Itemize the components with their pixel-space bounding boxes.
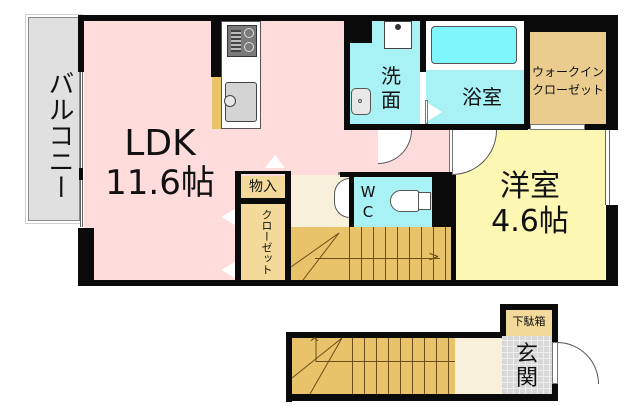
room-entrance	[502, 336, 552, 394]
wall	[552, 384, 558, 401]
wall	[211, 15, 221, 77]
bathroom-label: 浴室	[462, 85, 502, 109]
ldk-size: 11.6帖	[105, 163, 215, 203]
wall	[344, 15, 350, 129]
wall	[78, 280, 613, 286]
walk-in-closet-label-2: クローゼット	[531, 83, 604, 97]
staircase-diagonals	[291, 232, 340, 280]
wall	[344, 15, 372, 43]
balcony-label: バルコニー	[44, 70, 74, 200]
room-walk-in-closet	[530, 32, 606, 124]
wall	[78, 228, 94, 286]
wall	[432, 172, 452, 232]
wash-basin-icon	[351, 88, 371, 115]
staircase-line	[315, 258, 440, 259]
front-door-frame	[552, 342, 558, 384]
storage-door-arrow	[265, 155, 285, 168]
washroom-label-1: 洗	[381, 64, 401, 88]
wall	[235, 171, 241, 286]
wall	[79, 168, 83, 180]
wall	[449, 124, 528, 130]
staircase-landing	[291, 227, 339, 280]
closet-label: クローゼット	[260, 209, 273, 275]
wc-label-1: W	[360, 183, 376, 201]
room-storage[interactable]	[241, 176, 285, 198]
wall	[606, 205, 618, 286]
stair-arrow-icon: >	[428, 249, 440, 265]
kitchen-panel	[212, 77, 221, 129]
floorplan-upper: バルコニー 洗 面 浴室 ウォークイン クローゼット	[25, 14, 618, 286]
kitchen-sink-icon	[224, 82, 257, 122]
wall	[285, 171, 291, 286]
walk-in-closet-label-1: ウォークイン	[531, 65, 604, 79]
staircase-lower-diagonals	[292, 338, 343, 394]
ldk-label: LDK	[124, 123, 196, 164]
room-closet[interactable]	[241, 204, 285, 280]
washing-machine-icon	[384, 21, 412, 49]
bathroom-door-arrow	[428, 103, 442, 121]
closet-door-arrow-1	[221, 209, 235, 225]
western-room-label: 洋室	[500, 169, 560, 204]
wall	[286, 332, 292, 402]
wall	[235, 198, 291, 204]
wall	[344, 124, 449, 130]
wc-label-2: C	[362, 203, 374, 221]
wall	[524, 15, 530, 129]
room-shoe-box[interactable]	[506, 310, 552, 336]
washroom-label-2: 面	[381, 88, 401, 112]
entrance-label-2: 関	[515, 366, 538, 391]
wall	[451, 228, 456, 286]
bathroom-door[interactable]	[425, 100, 428, 124]
walk-in-closet-door[interactable]	[530, 124, 585, 130]
floorplan-lower: ^ 下駄箱 玄 関	[0, 300, 640, 406]
balcony	[25, 14, 83, 224]
wall	[349, 177, 354, 233]
entrance-label-1: 玄	[515, 342, 538, 367]
wall	[420, 15, 426, 72]
wall	[500, 304, 558, 310]
wall	[340, 172, 452, 177]
wall	[552, 304, 558, 342]
wall	[606, 15, 618, 129]
wall	[78, 15, 84, 72]
staircase-lower-landing	[292, 338, 342, 394]
wall	[235, 171, 291, 174]
wall	[530, 15, 618, 32]
wall	[585, 124, 618, 130]
staircase-line	[316, 361, 455, 362]
toilet-icon	[390, 190, 420, 212]
toilet-tank-icon	[418, 192, 431, 210]
storage-label: 物入	[249, 179, 277, 195]
wall	[286, 332, 508, 338]
stove-icon	[227, 25, 257, 57]
closet-door-arrow-2	[221, 262, 235, 278]
western-room-door-frame	[449, 130, 453, 175]
bathtub-icon	[431, 26, 517, 64]
wall	[500, 304, 506, 338]
western-room-size: 4.6帖	[491, 204, 569, 239]
stair-up-arrow-icon: ^	[309, 336, 320, 351]
western-room-window	[605, 130, 610, 205]
shoe-box-label: 下駄箱	[512, 315, 546, 328]
balcony-window	[80, 72, 83, 227]
wall	[286, 394, 558, 401]
front-door[interactable]	[557, 342, 599, 384]
entrance-hall	[455, 338, 502, 394]
